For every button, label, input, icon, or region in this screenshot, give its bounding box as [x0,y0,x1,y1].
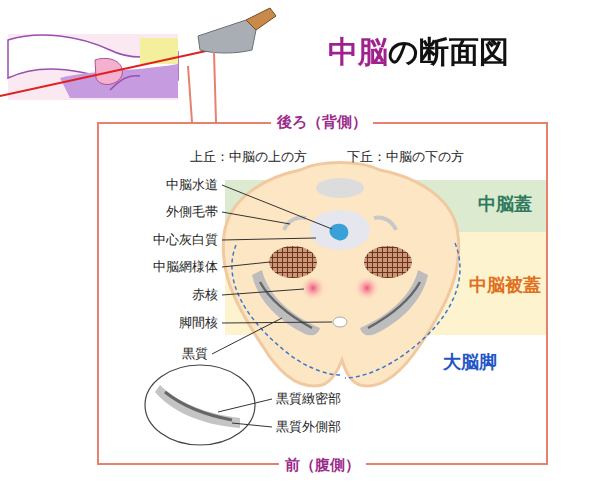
midbrain-section [223,163,458,386]
dorsal-label: 後ろ（背側） [271,113,373,131]
tectum-region: 中脳蓋 [225,180,547,232]
part-label: 黒質緻密部 [276,391,341,407]
red-nucleus [300,275,326,301]
part-label: 脚間核 [179,315,218,331]
title: 中脳の断面図 [328,34,509,70]
peduncle-region: 大脳脚 [228,240,518,385]
aqueduct [329,224,348,241]
part-label: 上丘：中脳の上の方 [190,149,307,165]
section-frame: 後ろ（背側）前（腹側）中脳蓋中脳被蓋大脳脚 [97,122,548,465]
brain-sketch [8,34,178,100]
region-label: 中脳被蓋 [469,274,541,296]
substantia-nigra [252,270,428,335]
inset-compacta [165,392,232,420]
peduncle-outline [345,243,460,378]
callout-bracket [188,52,216,122]
part-label: 外側毛帯 [166,204,218,220]
red-nucleus [354,275,380,301]
leader-lines [212,185,332,427]
part-label: 中脳網様体 [153,259,218,275]
inset-nigra [155,385,240,428]
cut-line [0,44,238,96]
ventral-label: 前（腹側） [279,456,366,474]
tegmentum-region: 中脳被蓋 [225,232,547,335]
central-gray [310,210,370,250]
reticular-formation [269,246,317,278]
region-label: 中脳蓋 [478,193,532,215]
lateral-lemniscus [374,218,396,231]
region-label: 大脳脚 [443,351,497,373]
part-label: 中脳水道 [166,177,218,193]
part-label: 黒質 [182,346,208,362]
interpeduncular-nucleus [333,317,347,327]
part-label: 下丘：中脳の下の方 [347,149,464,165]
inset-circle [145,365,255,445]
part-label: 中心灰白質 [153,232,218,248]
colliculus [316,178,364,198]
part-label: 赤核 [192,287,218,303]
knife [198,8,276,53]
part-label: 黒質外側部 [276,419,341,435]
reticular-formation [364,246,412,278]
